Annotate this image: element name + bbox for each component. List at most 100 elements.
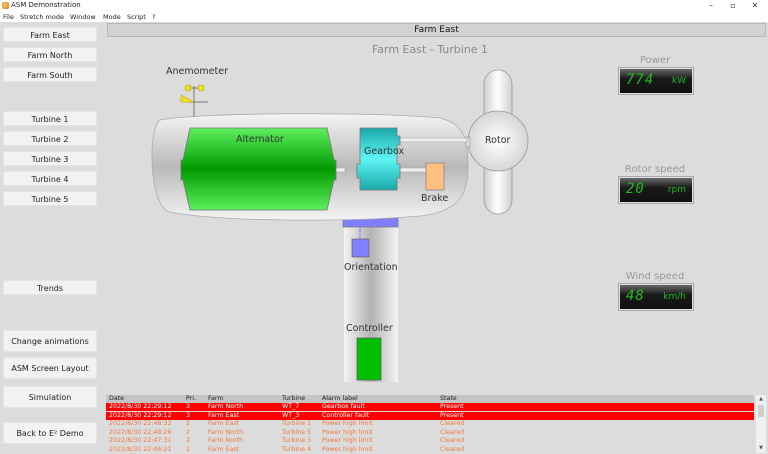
menu-help[interactable]: ? [152, 13, 156, 21]
alarm-cell-date: 2022/8/30 22:29:12 [109, 411, 172, 419]
wind-speed-value: 48 [626, 288, 645, 304]
rotor-speed-title: Rotor speed [624, 164, 686, 175]
sidebar-trends[interactable]: Trends [3, 280, 97, 295]
sidebar-farm-east[interactable]: Farm East [3, 27, 97, 42]
alarm-cell-state: Present [440, 411, 464, 419]
col-date[interactable]: Date [109, 395, 125, 402]
alarm-row[interactable]: 2022/8/30 22:47:31 2 Farm North Turbine 3 Po… [106, 437, 754, 445]
alarm-cell-turbine: Turbine 3 [282, 437, 312, 444]
alarm-cell-label: Gearbox fault [322, 403, 365, 410]
wind-speed-title: Wind speed [625, 271, 685, 282]
scroll-up-icon[interactable]: ▲ [759, 396, 763, 402]
anemometer-cup [197, 84, 205, 92]
app-icon [2, 2, 9, 9]
brake-shaft [399, 167, 427, 173]
alarm-cell-label: Power high limit [322, 437, 373, 444]
menu-file[interactable]: File [3, 13, 14, 21]
alarm-row[interactable]: 2022/8/30 22:29:12 3 Farm East WT_3 Controll… [106, 411, 754, 420]
alarm-cell-farm: Farm North [208, 428, 244, 436]
power-value: 774 [626, 72, 655, 88]
rotor-speed-value: 20 [626, 181, 645, 197]
alarm-cell-farm: Farm North [208, 437, 244, 444]
menu-bar: File Stretch mode Window Mode Script ? [0, 12, 768, 22]
rotor-speed-unit: rpm [667, 185, 686, 195]
brake [425, 162, 445, 191]
orientation-motor [351, 238, 370, 258]
gearbox [356, 127, 401, 191]
controller-box [356, 337, 382, 381]
power-title: Power [639, 55, 671, 66]
maximize-button[interactable]: ▫ [730, 1, 736, 10]
alarm-cell-state: Cleared [440, 437, 465, 444]
sidebar-turbine-5[interactable]: Turbine 5 [3, 191, 97, 206]
alarm-cell-turbine: Turbine 5 [282, 428, 312, 436]
menu-mode[interactable]: Mode [103, 13, 121, 21]
alarm-cell-turbine: WT_3 [282, 411, 300, 419]
minimize-button[interactable]: – [709, 1, 713, 10]
controller-label: Controller [346, 323, 393, 334]
sidebar-turbine-1[interactable]: Turbine 1 [3, 111, 97, 126]
alternator [180, 127, 337, 211]
col-state[interactable]: State [440, 395, 457, 402]
alarm-cell-turbine: Turbine 4 [282, 445, 312, 453]
asm-screen-layout-button[interactable]: ASM Screen Layout [3, 357, 97, 379]
sidebar-turbine-4[interactable]: Turbine 4 [3, 171, 97, 186]
alarm-cell-date: 2022/8/30 22:48:32 [109, 420, 172, 427]
sidebar-turbine-3[interactable]: Turbine 3 [3, 151, 97, 166]
alarm-cell-state: Cleared [440, 445, 465, 453]
farm-header: Farm East [107, 23, 766, 37]
back-to-e2-demo-button[interactable]: Back to E² Demo [3, 422, 97, 444]
alarm-cell-label: Controller fault [322, 411, 370, 419]
scroll-thumb[interactable] [758, 405, 764, 417]
scroll-down-icon[interactable]: ▼ [759, 445, 763, 451]
col-farm[interactable]: Farm [208, 395, 224, 402]
alarm-cell-date: 2022/8/30 22:29:12 [109, 403, 172, 410]
orientation-label: Orientation [344, 262, 398, 273]
sidebar-farm-north[interactable]: Farm North [3, 47, 97, 62]
alarm-cell-label: Power high limit [322, 428, 373, 436]
wind-speed-gauge: 48 km/h [619, 284, 693, 310]
sidebar-farm-south[interactable]: Farm South [3, 67, 97, 82]
alarm-cell-turbine: Turbine 1 [282, 420, 312, 427]
power-unit: kW [671, 76, 686, 86]
col-priority[interactable]: Pri. [186, 395, 197, 402]
alarm-cell-date: 2022/8/30 22:48:26 [109, 428, 172, 436]
alarm-cell-label: Power high limit [322, 445, 373, 453]
menu-script[interactable]: Script [127, 13, 146, 21]
alarm-cell-pri: 2 [186, 437, 191, 444]
col-turbine[interactable]: Turbine [282, 395, 306, 402]
alarm-cell-turbine: WT_7 [282, 403, 300, 410]
alarm-cell-date: 2022/8/30 22:47:31 [109, 437, 172, 444]
rotor-shaft [399, 137, 468, 143]
alarm-cell-pri: 2 [186, 445, 191, 453]
alarm-cell-pri: 2 [186, 420, 191, 427]
col-alarm-label[interactable]: Alarm label [322, 395, 358, 402]
sidebar-turbine-2[interactable]: Turbine 2 [3, 131, 97, 146]
simulation-button[interactable]: Simulation [3, 386, 97, 408]
menu-stretch-mode[interactable]: Stretch mode [20, 13, 64, 21]
alarm-scrollbar[interactable]: ▲ ▼ [756, 395, 766, 453]
gearbox-label: Gearbox [364, 146, 405, 157]
close-button[interactable]: ✕ [751, 1, 759, 10]
wind-vane [180, 94, 195, 103]
alarm-cell-pri: 2 [186, 428, 191, 436]
anemometer-cup [184, 84, 192, 92]
alarm-cell-state: Cleared [440, 428, 465, 436]
menu-window[interactable]: Window [70, 13, 96, 21]
alarm-table: Date Pri. Farm Turbine Alarm label State… [106, 395, 768, 453]
alarm-cell-farm: Farm East [208, 445, 240, 453]
alarm-cell-state: Present [440, 403, 464, 410]
alarm-row[interactable]: 2022/8/30 22:48:26 2 Farm North Turbine 5 Po… [106, 429, 754, 437]
rotor-speed-gauge: 20 rpm [619, 177, 693, 203]
alarm-header: Date Pri. Farm Turbine Alarm label State [106, 395, 754, 403]
main-shaft [334, 167, 346, 173]
alarm-cell-pri: 3 [186, 411, 191, 419]
alarm-cell-farm: Farm East [208, 420, 240, 427]
alarm-cell-date: 2022/8/30 22:46:21 [109, 445, 172, 453]
change-animations-button[interactable]: Change animations [3, 330, 97, 352]
alarm-cell-farm: Farm East [208, 411, 240, 419]
alarm-row[interactable]: 2022/8/30 22:46:21 2 Farm East Turbine 4 Pow… [106, 446, 754, 454]
